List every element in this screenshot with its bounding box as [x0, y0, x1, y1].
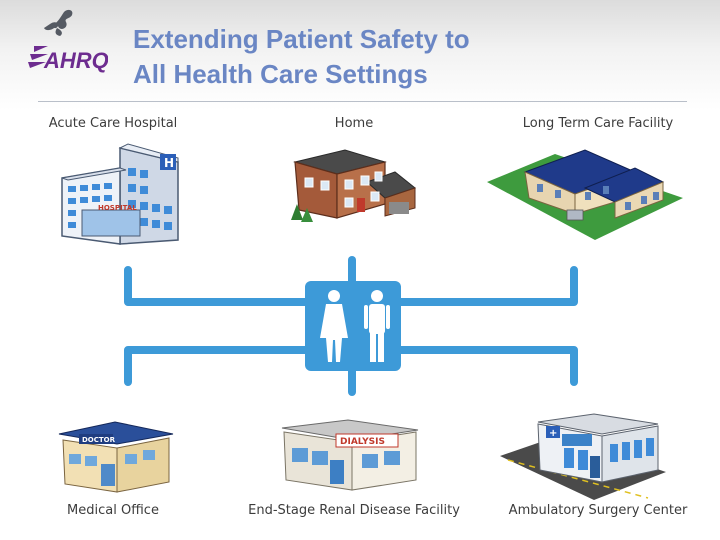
svg-text:H: H	[164, 156, 174, 170]
label-acute-care-hospital: Acute Care Hospital	[48, 116, 178, 131]
page-title: Extending Patient Safety to All Health C…	[133, 22, 470, 92]
dialysis-sign: DIALYSIS	[340, 437, 385, 447]
title-line-1: Extending Patient Safety to	[133, 24, 470, 54]
medical-office-sign: DOCTOR	[82, 436, 116, 444]
connector-top-left	[124, 266, 312, 306]
dialysis-center-icon: DIALYSIS	[281, 419, 419, 491]
label-long-term-care-facility: Long Term Care Facility	[522, 116, 674, 131]
long-term-care-building-icon	[487, 149, 683, 240]
patients-icon	[320, 290, 390, 362]
medical-office-icon: DOCTOR	[58, 421, 174, 493]
hospital-sign: HOSPITAL	[98, 204, 137, 212]
label-medical-office: Medical Office	[67, 503, 159, 518]
svg-text:+: +	[549, 428, 557, 439]
label-ambulatory-surgery-center: Ambulatory Surgery Center	[508, 503, 688, 518]
label-home: Home	[334, 116, 374, 131]
header-background	[0, 0, 720, 110]
logo-text: AHRQ	[43, 48, 108, 73]
agency-logo: AHRQ	[28, 9, 108, 73]
connector-top-right	[394, 266, 578, 306]
surgery-center-icon: +	[500, 413, 666, 500]
connector-bottom-right	[394, 346, 578, 386]
hospital-icon: H HOSPITAL	[61, 143, 179, 245]
title-line-2: All Health Care Settings	[133, 59, 428, 89]
house-icon	[291, 149, 417, 222]
connector-bottom-left	[124, 346, 312, 386]
hhs-eagle-icon	[44, 9, 73, 36]
label-renal-disease-facility: End-Stage Renal Disease Facility	[248, 503, 460, 518]
title-divider	[38, 101, 687, 102]
